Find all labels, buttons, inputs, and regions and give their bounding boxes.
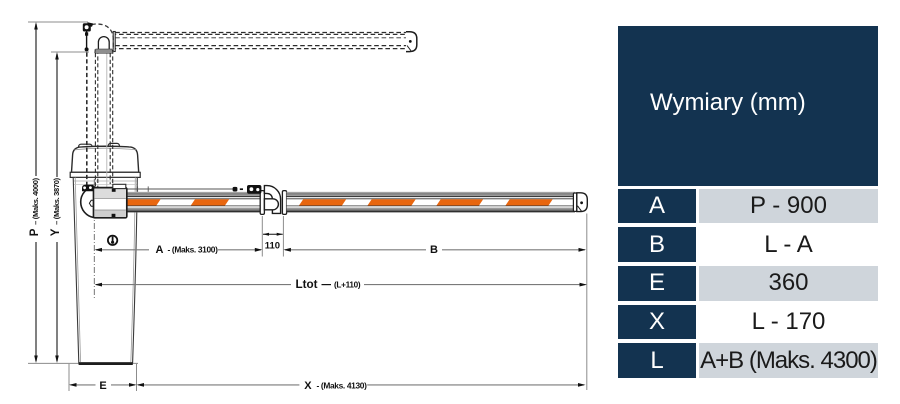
svg-text:(L+110): (L+110) (334, 281, 361, 290)
svg-text:B: B (430, 244, 438, 256)
svg-text:X: X (304, 380, 312, 392)
svg-text:- (Maks. 3100): - (Maks. 3100) (168, 245, 219, 255)
svg-text:Y – (Maks. 3870): Y – (Maks. 3870) (50, 177, 62, 236)
svg-text:P – (Maks. 4000): P – (Maks. 4000) (29, 177, 41, 236)
svg-text:- (Maks. 4130): - (Maks. 4130) (317, 381, 368, 391)
svg-text:E: E (99, 380, 106, 392)
svg-text:110: 110 (265, 241, 280, 252)
svg-text:Ltot: Ltot (296, 278, 318, 291)
svg-text:A: A (156, 244, 164, 256)
